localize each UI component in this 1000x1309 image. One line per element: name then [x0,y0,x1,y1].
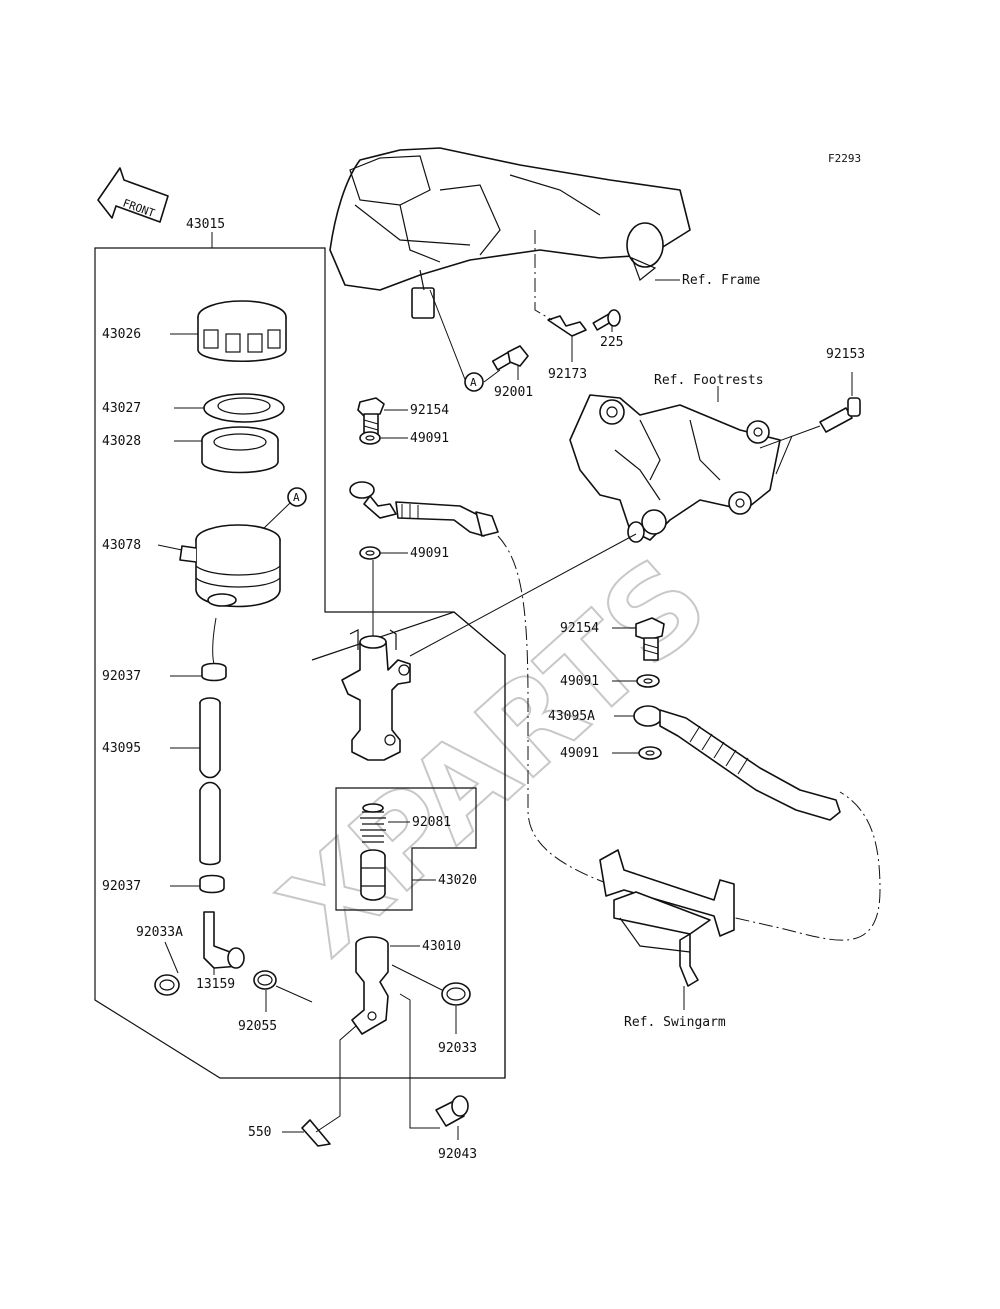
part-label-43010: 43010 [422,939,461,954]
part-label-92033a: 92033A [136,925,183,940]
clamp-92173 [547,315,587,337]
part-label-43020: 43020 [438,873,477,888]
part-label-43095a: 43095A [548,709,595,724]
callout-letter-top: A [470,376,477,389]
hose-clamp-92037-bottom [199,874,225,894]
washer-49091-c [636,674,660,688]
hose-clamp-92037-top [201,662,227,682]
part-label-92154-top: 92154 [410,403,449,418]
ref-frame-label: Ref. Frame [682,273,760,288]
washer-49091-a [359,431,381,445]
part-label-92001: 92001 [494,385,533,400]
bolt-92153 [819,397,861,433]
bolt-92001 [491,345,529,371]
push-rod-43010 [351,936,389,1035]
part-label-92033: 92033 [438,1041,477,1056]
circlip-92033a [154,974,180,996]
front-arrow-icon: FRONT [97,167,169,223]
circlip-92033 [441,982,471,1006]
part-label-43026: 43026 [102,327,141,342]
master-cylinder-body [341,629,411,761]
reservoir-43078 [179,524,281,608]
part-label-550: 550 [248,1125,271,1140]
clevis-pin-92043 [435,1095,469,1127]
figure-code: F2293 [828,152,861,165]
washer-49091-b [359,546,381,560]
callout-a-left [287,487,307,507]
washer-49091-d [638,746,662,760]
part-label-49091-c: 49091 [560,674,599,689]
piston-43020 [360,849,386,901]
part-label-92055: 92055 [238,1019,277,1034]
part-label-43078: 43078 [102,538,141,553]
part-label-43015: 43015 [186,217,225,232]
cotter-pin-550 [301,1119,331,1147]
banjo-bolt-92154-right [635,617,665,661]
diaphragm-plate-43027 [203,393,285,423]
part-label-92153: 92153 [826,347,865,362]
part-label-43095: 43095 [102,741,141,756]
part-label-43027: 43027 [102,401,141,416]
part-label-49091-d: 49091 [560,746,599,761]
brake-hose-43095a [633,705,841,821]
frame-illustration [329,147,691,319]
o-ring-92055 [253,970,277,990]
cylinder-zone [311,611,506,1078]
callout-letter-left: A [293,491,300,504]
part-label-225: 225 [600,335,623,350]
diaphragm-43028 [201,426,279,474]
part-label-49091-b: 49091 [410,546,449,561]
ref-footrests-label: Ref. Footrests [654,373,764,388]
hose-43095 [199,697,221,866]
brake-hose-top [349,481,499,537]
part-label-43028: 43028 [102,434,141,449]
footrest-bracket-illustration [569,394,781,543]
assembly-box-43020 [335,787,477,911]
part-label-92173: 92173 [548,367,587,382]
part-label-92043: 92043 [438,1147,477,1162]
part-label-92037-bottom: 92037 [102,879,141,894]
ref-swingarm-label: Ref. Swingarm [624,1015,726,1030]
bolt-225 [592,309,621,331]
spring-92081 [360,803,386,843]
part-label-49091-a: 49091 [410,431,449,446]
fitting-13159 [203,911,245,969]
swingarm-bracket-illustration [599,849,735,987]
part-label-13159: 13159 [196,977,235,992]
callout-a-top [464,372,484,392]
part-label-92037-top: 92037 [102,669,141,684]
part-label-92081: 92081 [412,815,451,830]
part-label-92154-right: 92154 [560,621,599,636]
reservoir-cap-43026 [197,300,287,362]
